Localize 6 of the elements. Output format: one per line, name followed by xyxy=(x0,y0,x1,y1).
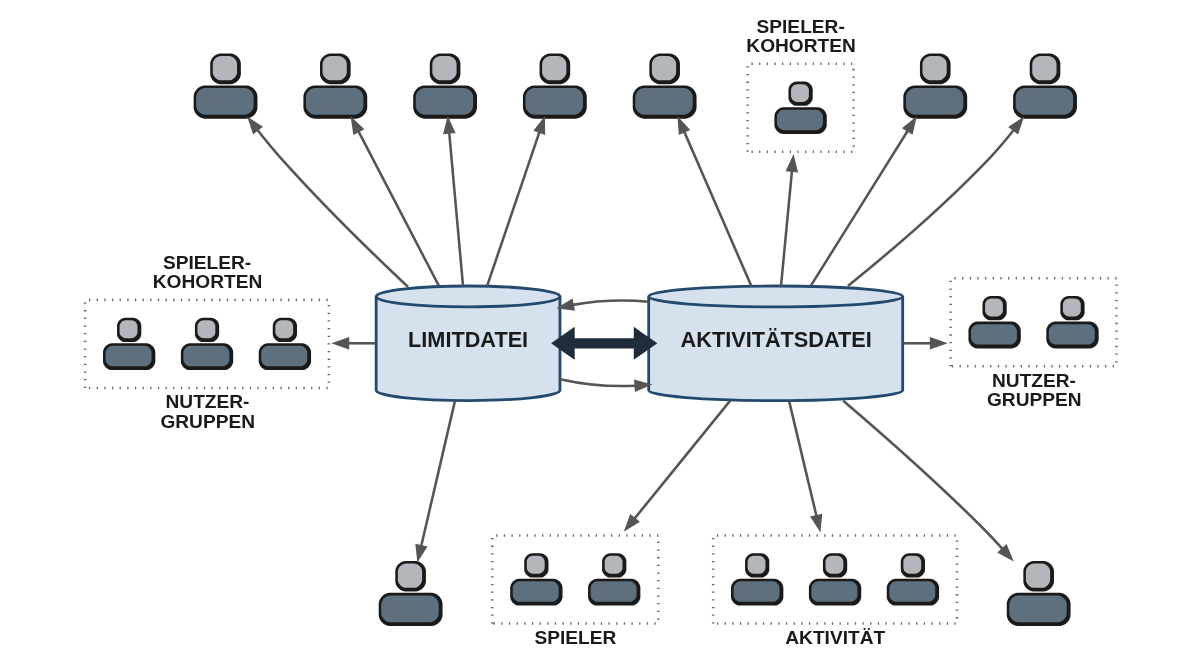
node-label: AKTIVITÄT xyxy=(784,626,885,648)
node-label: NUTZER- GRUPPEN xyxy=(159,391,255,432)
node-label: SPIELER- KOHORTEN xyxy=(152,252,262,293)
node-label: NUTZER- GRUPPEN xyxy=(986,369,1082,410)
node-label: SPIELER- KOHORTEN xyxy=(745,16,856,57)
node-label: SPIELER xyxy=(533,626,616,648)
